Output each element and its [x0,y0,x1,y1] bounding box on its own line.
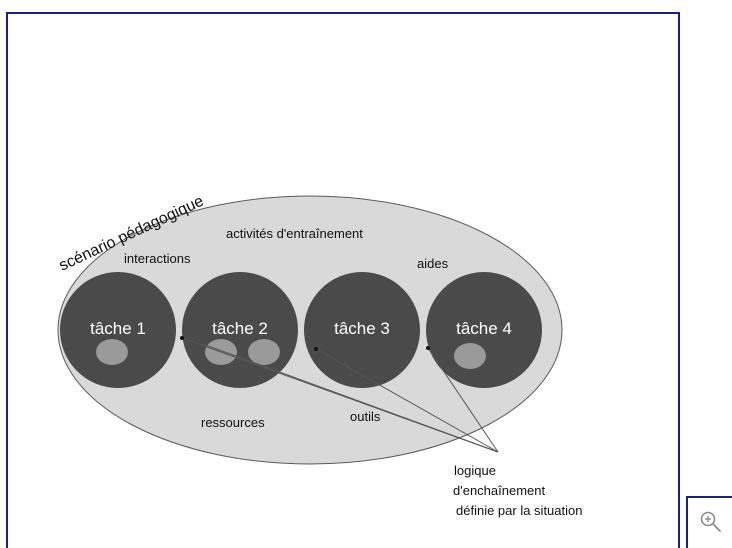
interactions-label: interactions [124,251,191,266]
task-1-circle [60,272,176,388]
logic-line-4 [427,347,499,453]
logic-label-line1: logique [454,463,496,478]
task-2-label: tâche 2 [212,319,268,338]
activities-label: activités d'entraînement [226,226,363,241]
logic-line-2 [202,343,499,453]
task-1-subcircle [96,339,128,365]
zoom-button[interactable] [686,496,732,548]
logic-line-3 [315,348,499,453]
connector-dot-2 [314,347,318,351]
task-3-label: tâche 3 [334,319,390,338]
logic-label-line2: d'enchaînement [453,483,545,498]
connector-dot-3 [426,346,430,350]
aides-label: aides [417,256,449,271]
task-1-label: tâche 1 [90,319,146,338]
task-4-subcircle [454,343,486,369]
zoom-in-icon [700,511,721,532]
ressources-label: ressources [201,415,265,430]
logic-label-line3: définie par la situation [456,503,582,518]
connector-dot-1 [180,336,184,340]
task-2-subcircle-b [248,339,280,365]
task-4-label: tâche 4 [456,319,512,338]
outils-label: outils [350,409,381,424]
